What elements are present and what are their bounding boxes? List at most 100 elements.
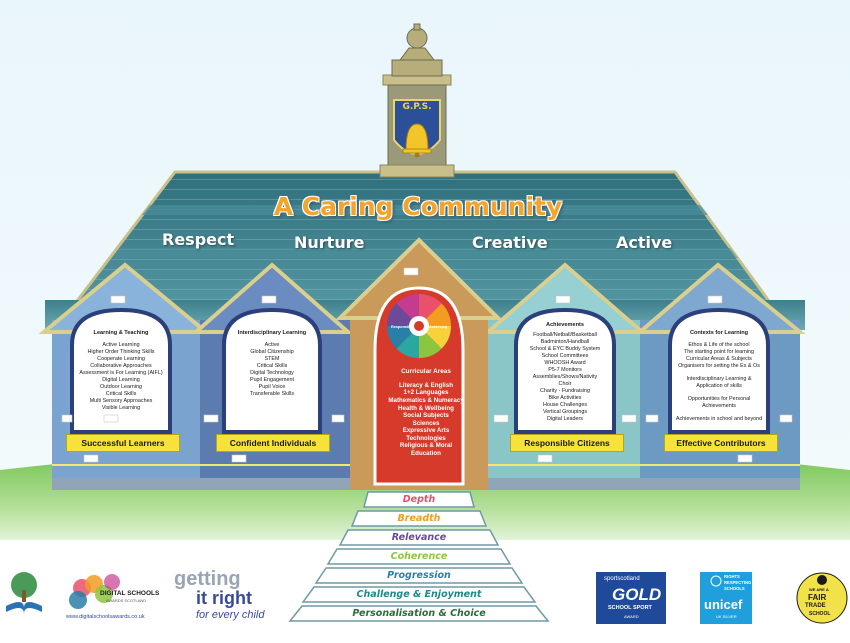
panel-item: Ethos & Life of the school [688,342,750,349]
wheel-label-achieving: Achieving [429,325,448,329]
panel-item: Opportunities for Personal [687,396,751,403]
step-label-breadth: Breadth [397,513,441,524]
value-respect: Respect [162,230,235,249]
panel-item: School & EYC Buddy System [529,346,601,353]
step-3 [338,529,500,546]
panel-achievements: Achievements Football/Netball/Basketball… [519,322,611,423]
step-label-personalisation: Personalisation & Choice [352,608,486,619]
book-tree-icon [6,572,42,614]
arch-window-1 [70,307,172,434]
step-label-depth: Depth [402,494,436,505]
fair-line-2: FAIR [808,593,827,602]
panel-item: Achievements [702,403,736,410]
panel-item: Football/Netball/Basketball [533,332,597,339]
fair-line-1: WE ARE A [809,587,829,592]
panel-title: Learning & Teaching [93,330,149,336]
value-nurture: Nurture [294,233,365,252]
unicef-brand: unicef [704,597,743,612]
panel-item: Curricular Areas & Subjects [686,356,752,363]
panel-contexts: Contexts for Learning Ethos & Life of th… [673,330,765,423]
panel-item: House Challenges [542,402,588,409]
step-1 [363,491,475,508]
gir-line-3: for every child [196,609,265,621]
panel-item: Digital Technology [250,370,294,377]
arch-window-2 [222,307,322,434]
step-4 [326,548,512,565]
panel-item: Collaborative Approaches [90,363,152,370]
panel-item: WHOOSH Award [544,360,586,367]
panel-item: Organisers for setting the Es & Os [678,363,760,370]
panel-item: The starting point for learning [683,349,755,356]
curricular-item: Education [411,449,441,457]
panel-title: Interdisciplinary Learning [237,330,307,336]
gir-line-2: it right [196,588,252,608]
curricular-item: Social Subjects [403,412,449,420]
panel-item: Charity - Fundraising [539,388,591,395]
fair-line-4: SCHOOL [809,611,831,617]
curricular-item: Expressive Arts [402,427,450,435]
panel-learning-teaching: Learning & Teaching Active Learning High… [76,330,166,412]
step-2 [350,510,488,527]
value-creative: Creative [472,233,548,252]
curricular-wheel [387,294,451,358]
step-label-coherence: Coherence [390,551,448,562]
panel-item: Visible Learning [101,405,141,412]
panel-item: Transferable Skills [249,391,295,398]
unicef-top-2: RESPECTING [724,580,752,585]
curricular-item: Health & Wellbeing [398,404,454,412]
curricular-item: Mathematics & Numeracy [388,396,464,404]
panel-item: Higher Order Thinking Skills [87,349,155,356]
digital-schools-title: DIGITAL SCHOOLS [100,590,160,597]
curricular-item: Sciences [412,419,440,427]
sport-note: AWARD [624,614,639,619]
arch-window-5 [668,307,770,434]
panel-item: Badminton/Handball [540,339,590,346]
panel-item: P5-7 Monitors [548,367,582,374]
label-successful-learners: Successful Learners [66,434,180,452]
wheel-label-responsible: Responsible [391,325,414,329]
panel-item: Cooperate Learning [97,356,145,363]
panel-interdisciplinary: Interdisciplinary Learning Active Global… [228,330,316,398]
digital-schools-logo [69,574,120,609]
panel-item: Assemblies/Shows/Nativity [532,374,598,381]
panel-item: Choir [558,381,572,388]
step-7 [288,605,550,622]
label-effective-contributors: Effective Contributors [664,434,778,452]
panel-item: Digital Leaders [547,416,583,423]
panel-item: Achievements in school and beyond [675,416,763,423]
step-label-challenge: Challenge & Enjoyment [356,589,482,600]
panel-item: Global Citizenship [250,349,294,356]
decorative-bricks [61,267,793,463]
digital-schools-subtitle: AWARDS SCOTLAND [106,598,147,603]
step-label-relevance: Relevance [391,532,447,543]
gir-line-1: getting [174,568,241,590]
sport-sub: SCHOOL SPORT [608,605,652,611]
bell-icon [402,123,432,158]
curricular-item: Religious & Moral [399,442,453,450]
panel-item: Vertical Groupings [542,409,588,416]
panel-item: Critical Skills [256,363,288,370]
label-responsible-citizens: Responsible Citizens [510,434,624,452]
value-active: Active [616,233,673,252]
unicef-top-3: SCHOOLS [724,586,745,591]
curricular-title: Curricular Areas [401,368,451,375]
bell-sign: G.P.S. [402,102,432,112]
panel-item: Multi Sensory Approaches [89,398,153,405]
panel-item: Interdisciplinary Learning & [686,376,752,383]
unicef-top: RIGHTS [724,574,740,579]
panel-item: Pupil Voice [258,384,286,391]
curricular-item: 1+2 Languages [403,389,449,397]
panel-item: Application of skills [696,383,742,390]
step-label-progression: Progression [387,570,451,581]
curricular-item: Technologies [406,434,446,442]
page-title: A Caring Community [273,192,563,221]
step-5 [314,567,524,584]
unicef-foot: UK SILVER [716,614,737,619]
sportscotland-logo [596,572,666,624]
panel-title: Contexts for Learning [689,330,749,336]
panel-item: School Committees [541,353,589,360]
panel-item: Digital Learning [102,377,140,384]
panel-item: Pupil Engagement [249,377,295,384]
panel-item: Outdoor Learning [100,384,142,391]
